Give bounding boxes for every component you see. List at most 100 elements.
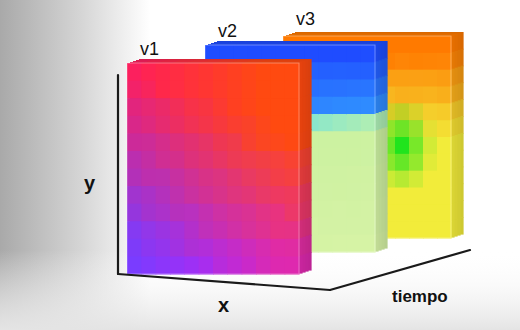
pixel (395, 137, 410, 154)
pixel (318, 183, 333, 201)
pixel (347, 218, 362, 236)
pixel (423, 171, 438, 188)
pixel (423, 70, 438, 87)
pixel (333, 183, 348, 201)
slab-layer (133, 61, 306, 273)
pixel (395, 87, 410, 104)
pixel (437, 120, 452, 137)
pixel (395, 171, 410, 188)
pixel (423, 36, 438, 53)
pixel (437, 53, 452, 70)
pixel (361, 183, 376, 201)
pixel (333, 97, 348, 115)
slab-v2 (205, 41, 388, 253)
pixel (437, 87, 452, 104)
pixel (395, 188, 410, 205)
pixel (423, 53, 438, 70)
pixel (409, 221, 424, 238)
pixel (347, 200, 362, 218)
pixel (318, 80, 333, 98)
pixel (409, 70, 424, 87)
pixel (333, 149, 348, 167)
pixel (318, 45, 333, 63)
slab-edge (283, 36, 451, 238)
slab-layer (136, 60, 309, 272)
pixel (423, 87, 438, 104)
pixel (423, 221, 438, 238)
pixel (437, 70, 452, 87)
pixel (318, 166, 333, 184)
pixel (395, 70, 410, 87)
pixel (333, 80, 348, 98)
pixel (395, 36, 410, 53)
pixel (333, 200, 348, 218)
pixel (423, 120, 438, 137)
pixel (423, 204, 438, 221)
pixel (409, 204, 424, 221)
pixel (318, 97, 333, 115)
pixel (347, 166, 362, 184)
pixel (361, 62, 376, 80)
pixel (361, 45, 376, 63)
pixel (333, 166, 348, 184)
slab-layer (286, 35, 455, 238)
pixel (395, 221, 410, 238)
slab-layer (295, 32, 464, 235)
pixel (347, 80, 362, 98)
slab-layer (217, 41, 388, 249)
pixel (395, 103, 410, 120)
pixel (409, 103, 424, 120)
slabs (127, 32, 464, 275)
slab-v3 (283, 32, 464, 239)
pixel (361, 166, 376, 184)
pixel (395, 53, 410, 70)
pixel (409, 137, 424, 154)
pixel (333, 45, 348, 63)
pixel (437, 188, 452, 205)
slab-layer (292, 33, 461, 236)
pixel (333, 131, 348, 149)
pixel (347, 62, 362, 80)
pixel (361, 80, 376, 98)
pixel (409, 120, 424, 137)
pixel (437, 221, 452, 238)
pixel (361, 235, 376, 253)
pixel (347, 235, 362, 253)
pixel (437, 137, 452, 154)
slab-layer (139, 59, 312, 271)
slab-v1 (127, 59, 312, 275)
pixel (333, 235, 348, 253)
slab-edge (205, 45, 375, 252)
pixel (437, 154, 452, 171)
pixel (318, 200, 333, 218)
pixel (347, 131, 362, 149)
slab-face (283, 36, 452, 239)
pixel (395, 204, 410, 221)
pixel (409, 154, 424, 171)
pixel (395, 154, 410, 171)
pixel (318, 218, 333, 236)
slab-layer (208, 44, 379, 252)
pixel (361, 131, 376, 149)
pixel (347, 149, 362, 167)
slab-layer (289, 34, 458, 237)
pixel (395, 120, 410, 137)
pixel (347, 183, 362, 201)
pixel (333, 114, 348, 132)
pixel (347, 97, 362, 115)
pixel (437, 103, 452, 120)
pixel (361, 218, 376, 236)
pixel (409, 171, 424, 188)
pixel (361, 149, 376, 167)
pixel (333, 62, 348, 80)
pixel (437, 36, 452, 53)
pixel (409, 36, 424, 53)
pixel (423, 188, 438, 205)
pixel (361, 97, 376, 115)
pixel (409, 53, 424, 70)
pixel (318, 114, 333, 132)
pixel (437, 171, 452, 188)
pixel (318, 235, 333, 253)
